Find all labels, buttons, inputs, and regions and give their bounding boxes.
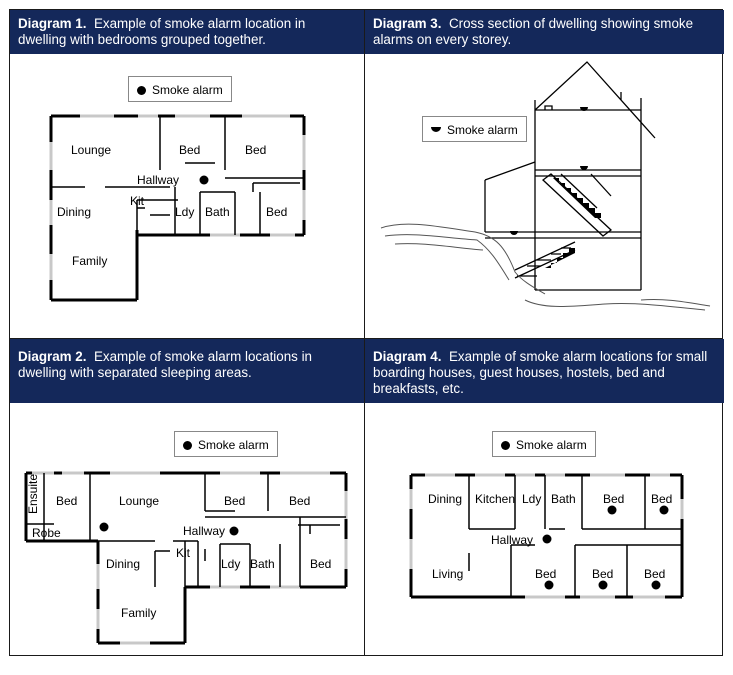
- smoke-alarm-icon: [229, 526, 239, 536]
- room-hallway: Hallway: [183, 524, 225, 538]
- room-kit: Kit: [130, 194, 145, 208]
- room-bed-2: Bed: [224, 494, 245, 508]
- room-dining: Dining: [106, 557, 140, 571]
- room-lounge: Lounge: [119, 494, 159, 508]
- room-dining: Dining: [428, 492, 462, 506]
- room-lounge: Lounge: [71, 143, 111, 157]
- smoke-alarm-icon: [659, 505, 669, 515]
- room-bed-1: Bed: [56, 494, 77, 508]
- room-bed-2: Bed: [245, 143, 266, 157]
- diagram-1-number: Diagram 1.: [18, 16, 87, 31]
- room-bath: Bath: [205, 205, 230, 219]
- diagram-3-caption: Cross section of dwelling showing smoke …: [373, 16, 694, 47]
- diagram-4-caption: Example of smoke alarm locations for sma…: [373, 349, 708, 396]
- room-bed-1: Bed: [179, 143, 200, 157]
- room-kitchen: Kitchen: [475, 492, 515, 506]
- smoke-alarm-icon: [580, 166, 588, 170]
- room-kit: Kit: [176, 546, 191, 560]
- room-hallway: Hallway: [137, 173, 179, 187]
- legend-label: Smoke alarm: [516, 438, 587, 452]
- smoke-alarm-icon: [598, 580, 608, 590]
- diagram-4-number: Diagram 4.: [373, 349, 442, 364]
- room-bed-3: Bed: [535, 567, 556, 581]
- smoke-alarm-icon: [510, 231, 518, 235]
- room-hallway: Hallway: [491, 533, 533, 547]
- diagram-1-legend: Smoke alarm: [128, 76, 232, 102]
- room-ldy: Ldy: [522, 492, 541, 506]
- diagram-4-panel: Diagram 4. Example of smoke alarm locati…: [365, 339, 724, 657]
- room-bath: Bath: [551, 492, 576, 506]
- diagram-3-panel: Diagram 3. Cross section of dwelling sho…: [365, 10, 724, 338]
- legend-label: Smoke alarm: [447, 123, 518, 137]
- room-ldy: Ldy: [175, 205, 194, 219]
- room-bed-3: Bed: [289, 494, 310, 508]
- diagram-3-legend: Smoke alarm: [422, 116, 527, 142]
- diagram-1-panel: Diagram 1. Example of smoke alarm locati…: [10, 10, 364, 338]
- diagram-2-legend: Smoke alarm: [174, 431, 278, 457]
- room-bath: Bath: [250, 557, 275, 571]
- room-ldy: Ldy: [221, 557, 240, 571]
- smoke-alarm-icon: [651, 580, 661, 590]
- room-family: Family: [121, 606, 156, 620]
- diagram-3-header: Diagram 3. Cross section of dwelling sho…: [365, 10, 724, 54]
- room-bed-4: Bed: [310, 557, 331, 571]
- diagram-3-number: Diagram 3.: [373, 16, 442, 31]
- room-robe: Robe: [32, 526, 61, 540]
- room-bed-5: Bed: [644, 567, 665, 581]
- diagram-4-legend: Smoke alarm: [492, 431, 596, 457]
- room-bed-4: Bed: [592, 567, 613, 581]
- smoke-alarm-icon: [544, 580, 554, 590]
- smoke-alarm-icon: [199, 175, 209, 185]
- room-bed-1: Bed: [603, 492, 624, 506]
- smoke-alarm-legend-icon: [501, 441, 510, 450]
- diagram-1-header: Diagram 1. Example of smoke alarm locati…: [10, 10, 364, 54]
- diagram-2-number: Diagram 2.: [18, 349, 87, 364]
- room-dining: Dining: [57, 205, 91, 219]
- smoke-alarm-icon: [607, 505, 617, 515]
- room-bed-3: Bed: [266, 205, 287, 219]
- room-bed-2: Bed: [651, 492, 672, 506]
- diagram-2-caption: Example of smoke alarm locations in dwel…: [18, 349, 312, 380]
- diagram-1-caption: Example of smoke alarm location in dwell…: [18, 16, 306, 47]
- smoke-alarm-icon: [542, 534, 552, 544]
- diagram-3-cross-section: [380, 61, 711, 311]
- room-living: Living: [432, 567, 463, 581]
- horizontal-divider: [10, 338, 722, 339]
- smoke-alarm-legend-icon: [137, 86, 146, 95]
- legend-label: Smoke alarm: [198, 438, 269, 452]
- diagram-2-header: Diagram 2. Example of smoke alarm locati…: [10, 339, 364, 403]
- legend-label: Smoke alarm: [152, 83, 223, 97]
- diagram-4-floor-plan: Dining Kitchen Ldy Bath Bed Bed Hallway …: [409, 473, 684, 599]
- diagram-2-panel: Diagram 2. Example of smoke alarm locati…: [10, 339, 364, 657]
- diagram-2-floor-plan: Ensuite Bed Robe Lounge Bed Bed Hallway …: [24, 471, 348, 645]
- diagram-1-floor-plan: Lounge Bed Bed Hallway Kit Dining Ldy Ba…: [49, 114, 306, 302]
- room-ensuite: Ensuite: [26, 474, 40, 514]
- room-family: Family: [72, 254, 107, 268]
- diagram-4-header: Diagram 4. Example of smoke alarm locati…: [365, 339, 724, 403]
- diagram-grid: Diagram 1. Example of smoke alarm locati…: [9, 9, 724, 657]
- smoke-alarm-legend-icon: [183, 441, 192, 450]
- smoke-alarm-icon: [580, 107, 588, 111]
- smoke-alarm-legend-icon: [431, 127, 441, 132]
- vertical-divider: [364, 10, 365, 655]
- smoke-alarm-icon: [99, 522, 109, 532]
